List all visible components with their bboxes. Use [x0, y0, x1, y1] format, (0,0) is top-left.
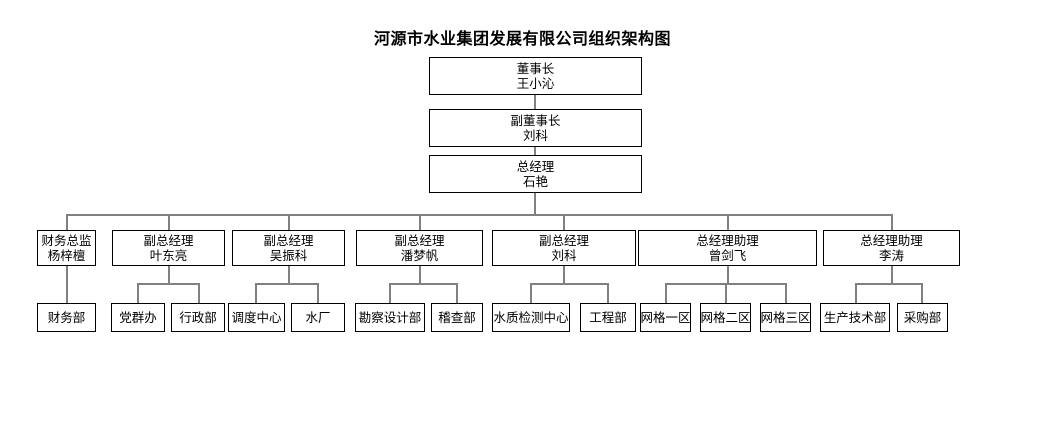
dept-inspection[interactable]: 稽查部 — [431, 303, 483, 332]
dept-production-technology-label: 生产技术部 — [823, 309, 887, 325]
connector-d7-drop-1 — [855, 283, 857, 303]
node-finance-director[interactable]: 财务总监 杨梓檀 — [37, 230, 96, 266]
connector-executive-bus — [66, 214, 892, 216]
dept-engineering-label: 工程部 — [589, 309, 627, 325]
connector-d3-drop-2 — [317, 283, 319, 303]
dept-engineering[interactable]: 工程部 — [580, 303, 636, 332]
connector-d7-drop-2 — [921, 283, 923, 303]
node-vice-chairman[interactable]: 副董事长 刘科 — [429, 109, 642, 147]
node-vice-chairman-role: 副董事长 — [510, 112, 561, 128]
dept-finance[interactable]: 财务部 — [37, 303, 96, 332]
connector-d2-bus — [137, 283, 200, 285]
connector-d4-drop-1 — [389, 283, 391, 303]
connector-d6-stem — [727, 266, 729, 284]
connector-d5-bus — [530, 283, 609, 285]
dept-dispatch-center-label: 调度中心 — [231, 309, 282, 325]
node-deputy-gm-wu-name: 吴振科 — [269, 248, 308, 263]
dept-water-plant-label: 水厂 — [305, 309, 331, 325]
node-general-manager[interactable]: 总经理 石艳 — [429, 155, 642, 193]
connector-d4-drop-2 — [456, 283, 458, 303]
connector-d6-drop-3 — [785, 283, 787, 303]
dept-grid-zone-3-label: 网格三区 — [760, 309, 811, 325]
connector-d2-drop-2 — [198, 283, 200, 303]
connector-d7-bus — [855, 283, 923, 285]
dept-water-quality-center[interactable]: 水质检测中心 — [492, 303, 570, 332]
dept-grid-zone-1[interactable]: 网格一区 — [640, 303, 691, 332]
dept-finance-label: 财务部 — [47, 309, 86, 325]
connector-d1-to-children — [66, 266, 68, 303]
node-deputy-gm-wu[interactable]: 副总经理 吴振科 — [232, 230, 345, 266]
dept-administration[interactable]: 行政部 — [171, 303, 225, 332]
connector-d6-drop-2 — [725, 283, 727, 303]
node-chairman-name: 王小沁 — [516, 76, 555, 91]
node-gm-assistant-li-role: 总经理助理 — [860, 232, 923, 248]
connector-chairman-to-vice-chairman — [534, 95, 536, 109]
connector-d2-drop-1 — [137, 283, 139, 303]
dept-grid-zone-2-label: 网格二区 — [700, 309, 751, 325]
node-finance-director-name: 杨梓檀 — [47, 248, 86, 263]
connector-d4-bus — [389, 283, 458, 285]
node-general-manager-role: 总经理 — [516, 158, 555, 174]
connector-bus-to-d6 — [727, 214, 729, 230]
connector-gm-trunk — [534, 193, 536, 215]
node-deputy-gm-ye[interactable]: 副总经理 叶东亮 — [112, 230, 225, 266]
node-deputy-gm-pan-role: 副总经理 — [394, 232, 445, 248]
node-vice-chairman-name: 刘科 — [522, 128, 548, 143]
node-finance-director-role: 财务总监 — [41, 232, 92, 248]
connector-d7-stem — [891, 266, 893, 284]
dept-production-technology[interactable]: 生产技术部 — [820, 303, 890, 332]
node-deputy-gm-ye-name: 叶东亮 — [149, 248, 188, 263]
connector-d3-stem — [288, 266, 290, 284]
connector-vice-chairman-to-gm — [534, 147, 536, 155]
connector-d3-bus — [255, 283, 319, 285]
node-gm-assistant-li-name: 李涛 — [878, 248, 904, 263]
page-title: 河源市水业集团发展有限公司组织架构图 — [373, 29, 671, 48]
connector-d2-stem — [168, 266, 170, 284]
connector-bus-to-d4 — [419, 214, 421, 230]
node-deputy-gm-pan[interactable]: 副总经理 潘梦帆 — [356, 230, 483, 266]
connector-d5-drop-2 — [607, 283, 609, 303]
dept-survey-design-label: 勘察设计部 — [358, 309, 422, 325]
node-deputy-gm-wu-role: 副总经理 — [263, 232, 314, 248]
connector-d3-drop-1 — [255, 283, 257, 303]
node-gm-assistant-zeng-name: 曾剑飞 — [708, 248, 747, 263]
dept-procurement-label: 采购部 — [903, 309, 942, 325]
connector-d4-stem — [419, 266, 421, 284]
node-chairman-role: 董事长 — [516, 60, 555, 76]
dept-party-affairs-label: 党群办 — [119, 309, 157, 325]
dept-party-affairs[interactable]: 党群办 — [111, 303, 165, 332]
dept-administration-label: 行政部 — [179, 309, 217, 325]
node-deputy-gm-liu-role: 副总经理 — [538, 232, 589, 248]
connector-bus-to-d2 — [168, 214, 170, 230]
node-deputy-gm-ye-role: 副总经理 — [143, 232, 194, 248]
connector-d6-drop-1 — [665, 283, 667, 303]
connector-bus-to-d1 — [66, 214, 68, 230]
node-gm-assistant-li[interactable]: 总经理助理 李涛 — [823, 230, 960, 266]
dept-survey-design[interactable]: 勘察设计部 — [355, 303, 425, 332]
connector-d5-drop-1 — [530, 283, 532, 303]
node-deputy-gm-liu[interactable]: 副总经理 刘科 — [492, 230, 636, 266]
connector-bus-to-d5 — [563, 214, 565, 230]
node-deputy-gm-pan-name: 潘梦帆 — [400, 248, 439, 263]
dept-inspection-label: 稽查部 — [438, 309, 476, 325]
connector-bus-to-d7 — [891, 214, 893, 230]
node-gm-assistant-zeng-role: 总经理助理 — [696, 232, 759, 248]
connector-bus-to-d3 — [288, 214, 290, 230]
node-chairman[interactable]: 董事长 王小沁 — [429, 57, 642, 95]
node-deputy-gm-liu-name: 刘科 — [551, 248, 577, 263]
dept-water-plant[interactable]: 水厂 — [291, 303, 345, 332]
node-gm-assistant-zeng[interactable]: 总经理助理 曾剑飞 — [638, 230, 817, 266]
dept-grid-zone-2[interactable]: 网格二区 — [700, 303, 751, 332]
dept-grid-zone-3[interactable]: 网格三区 — [760, 303, 811, 332]
dept-water-quality-center-label: 水质检测中心 — [493, 309, 569, 325]
node-general-manager-name: 石艳 — [522, 174, 548, 189]
dept-dispatch-center[interactable]: 调度中心 — [228, 303, 285, 332]
connector-d5-stem — [563, 266, 565, 284]
dept-procurement[interactable]: 采购部 — [897, 303, 948, 332]
dept-grid-zone-1-label: 网格一区 — [640, 309, 691, 325]
